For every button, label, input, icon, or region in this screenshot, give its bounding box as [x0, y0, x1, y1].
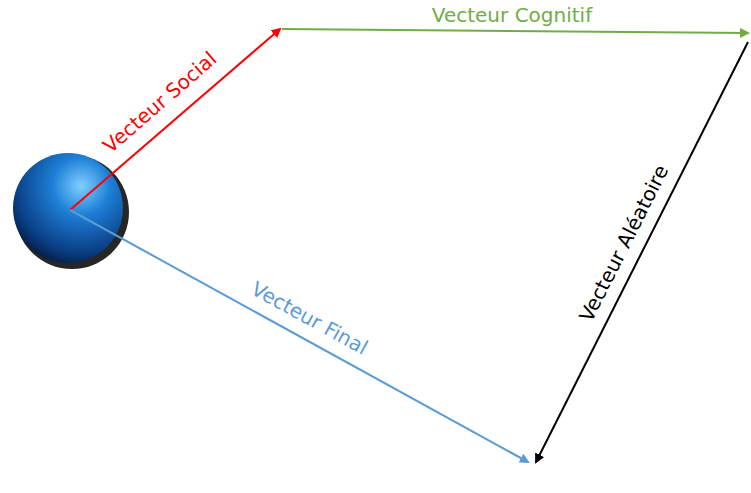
- cognitive-label: Vecteur Cognitif: [432, 4, 592, 27]
- random-vector: [536, 42, 748, 462]
- social-vector: [70, 29, 280, 210]
- social-label: Vecteur Social: [99, 47, 221, 157]
- random-label: Vecteur Aléatoire: [575, 161, 673, 325]
- particle-sphere: [13, 153, 123, 263]
- cognitive-vector: [282, 29, 748, 33]
- final-vector: [70, 210, 528, 462]
